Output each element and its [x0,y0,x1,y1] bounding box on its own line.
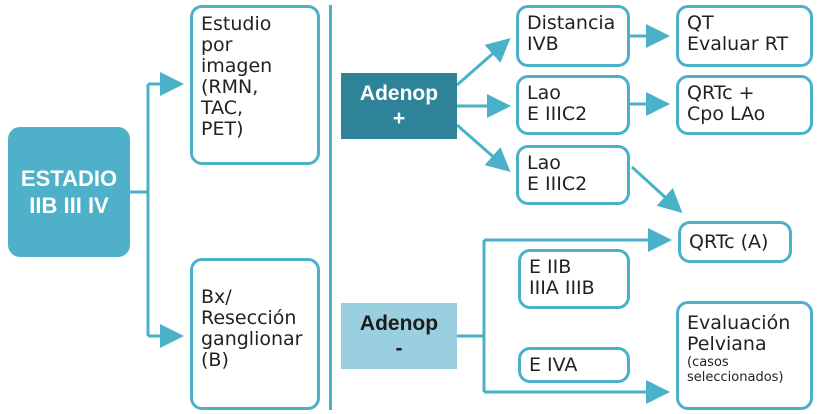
pelvic-line-2: Pelviana [687,333,767,355]
pelvic-note-2: seleccionados) [687,370,784,385]
stage-line-1: ESTADIO [20,166,118,191]
arrow-lao2-to-qrtc-a [630,165,683,214]
biopsy-box: Bx/ Resección ganglionar (B) [190,258,320,410]
lao-1-line-1: Lao [527,82,561,104]
biopsy-line-1: Bx/ [201,286,232,308]
qt-line-1: QT [687,12,714,34]
qt-eval-box: QT Evaluar RT [676,5,813,67]
study-line-6: PET) [201,118,244,140]
adeno-positive-line-2: + [392,107,406,130]
distance-ivb-box: Distancia IVB [516,5,630,67]
lao-2-line-1: Lao [527,152,561,174]
stage-branch-connector [130,84,150,336]
lao-box-2: Lao E IIIC2 [516,145,630,205]
lao-2-line-2: E IIIC2 [527,173,588,195]
adeno-negative-line-1: Adenop [359,312,439,335]
biopsy-line-3: ganglionar [201,328,303,350]
distance-line-2: IVB [527,33,559,55]
adeno-positive-line-1: Adenop [359,82,439,105]
qrtc-a-label: QRTc (A) [689,231,769,253]
qrtc-lao-line-1: QRTc + [687,82,755,104]
eiib-box: E IIB IIIA IIIB [518,249,630,309]
eiva-box: E IVA [518,347,630,383]
pelvic-line-1: Evaluación [687,312,791,334]
arrow-to-lao-2 [456,123,511,172]
eiva-label: E IVA [529,354,578,376]
stage-box: ESTADIO IIB III IV [8,127,130,257]
study-line-2: por [201,34,233,56]
pelvic-eval-box: Evaluación Pelviana (casos seleccionados… [676,301,813,410]
imaging-study-box: Estudio por imagen (RMN, TAC, PET) [190,5,320,165]
qrtc-a-box: QRTc (A) [678,221,792,263]
stage-line-2: IIB III IV [29,193,109,218]
study-line-3: imagen [201,55,273,77]
study-line-4: (RMN, [201,76,259,98]
qrtc-lao-box: QRTc + Cpo LAo [676,75,813,135]
arrow-to-distancia [456,38,511,87]
eiib-line-2: IIIA IIIB [529,277,595,299]
biopsy-line-2: Resección [201,307,297,329]
divider-line [329,5,332,410]
study-line-5: TAC, [201,97,244,119]
adeno-negative-box: Adenop - [341,303,457,369]
adeno-positive-box: Adenop + [341,73,457,139]
biopsy-line-4: (B) [201,349,229,371]
lao-1-line-2: E IIIC2 [527,103,588,125]
adeno-neg-connector [457,240,486,392]
qt-line-2: Evaluar RT [687,33,789,55]
qrtc-lao-line-2: Cpo LAo [687,103,766,125]
adeno-negative-line-2: - [395,337,403,360]
lao-box-1: Lao E IIIC2 [516,75,630,135]
study-line-1: Estudio [201,13,272,35]
eiib-line-1: E IIB [529,256,572,278]
distance-line-1: Distancia [527,12,616,34]
pelvic-note-1: (casos [687,355,729,370]
